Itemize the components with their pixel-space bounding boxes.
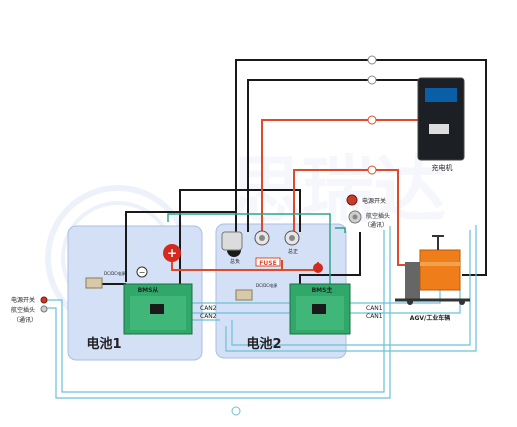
battery1-label: 电池1 xyxy=(86,336,121,352)
right-power-switch-label: 电源开关 xyxy=(362,197,386,205)
right-comm-label: （通讯） xyxy=(364,221,388,229)
left-aviation-plug-label: 航空插头 xyxy=(11,306,35,314)
bms2-label: BMS主 xyxy=(312,286,333,294)
can2-label-bottom: CAN2 xyxy=(200,313,217,320)
left-aviation-plug: 航空插头 （通讯） xyxy=(11,305,48,324)
fuse-label: FUSE xyxy=(259,260,276,267)
green-wires xyxy=(167,213,346,290)
svg-text:−: − xyxy=(230,246,238,256)
svg-text:+: + xyxy=(167,246,177,260)
terminal-label-negative: 总负 xyxy=(230,258,240,265)
dcdc-label-1: DC/DC电源 xyxy=(104,270,125,276)
bms-board-1: BMS从 xyxy=(123,283,193,335)
can1-label-top: CAN1 xyxy=(366,305,383,312)
can2-label-top: CAN2 xyxy=(200,305,217,312)
battery1-positive-terminal: + xyxy=(163,244,181,262)
dcdc-device-1: DC/DC电源 xyxy=(85,270,125,289)
right-aviation-plug: 航空插头 （通讯） xyxy=(348,210,390,229)
left-power-switch-label: 电源开关 xyxy=(11,296,35,304)
agv-label: AGV/工业车辆 xyxy=(410,314,450,322)
right-aviation-plug-label: 航空插头 xyxy=(366,212,390,220)
battery2-label: 电池2 xyxy=(246,336,281,352)
bms-board-2: BMS主 xyxy=(289,283,351,335)
battery1-negative-terminal: − xyxy=(136,266,148,278)
right-power-switch: 电源开关 xyxy=(346,194,386,206)
fuse: FUSE xyxy=(255,257,281,267)
terminal-label-positive: 总正 xyxy=(288,248,298,255)
battery2-positive-terminal xyxy=(313,263,323,273)
left-power-switch: 电源开关 xyxy=(11,296,48,304)
can-wires xyxy=(46,225,477,399)
agv-vehicle: AGV/工业车辆 xyxy=(395,235,470,322)
left-comm-label: （通讯） xyxy=(13,316,37,324)
charger-label: 充电机 xyxy=(432,163,453,172)
main-terminals: 总负 总正 xyxy=(221,230,300,265)
svg-text:−: − xyxy=(139,268,146,277)
can1-label-bottom: CAN1 xyxy=(366,313,383,320)
charger: 充电机 xyxy=(417,77,465,172)
dcdc-device-2: DC/DC电源 xyxy=(235,282,277,301)
dcdc-label-2: DC/DC电源 xyxy=(256,282,277,288)
bms1-label: BMS从 xyxy=(138,287,159,294)
